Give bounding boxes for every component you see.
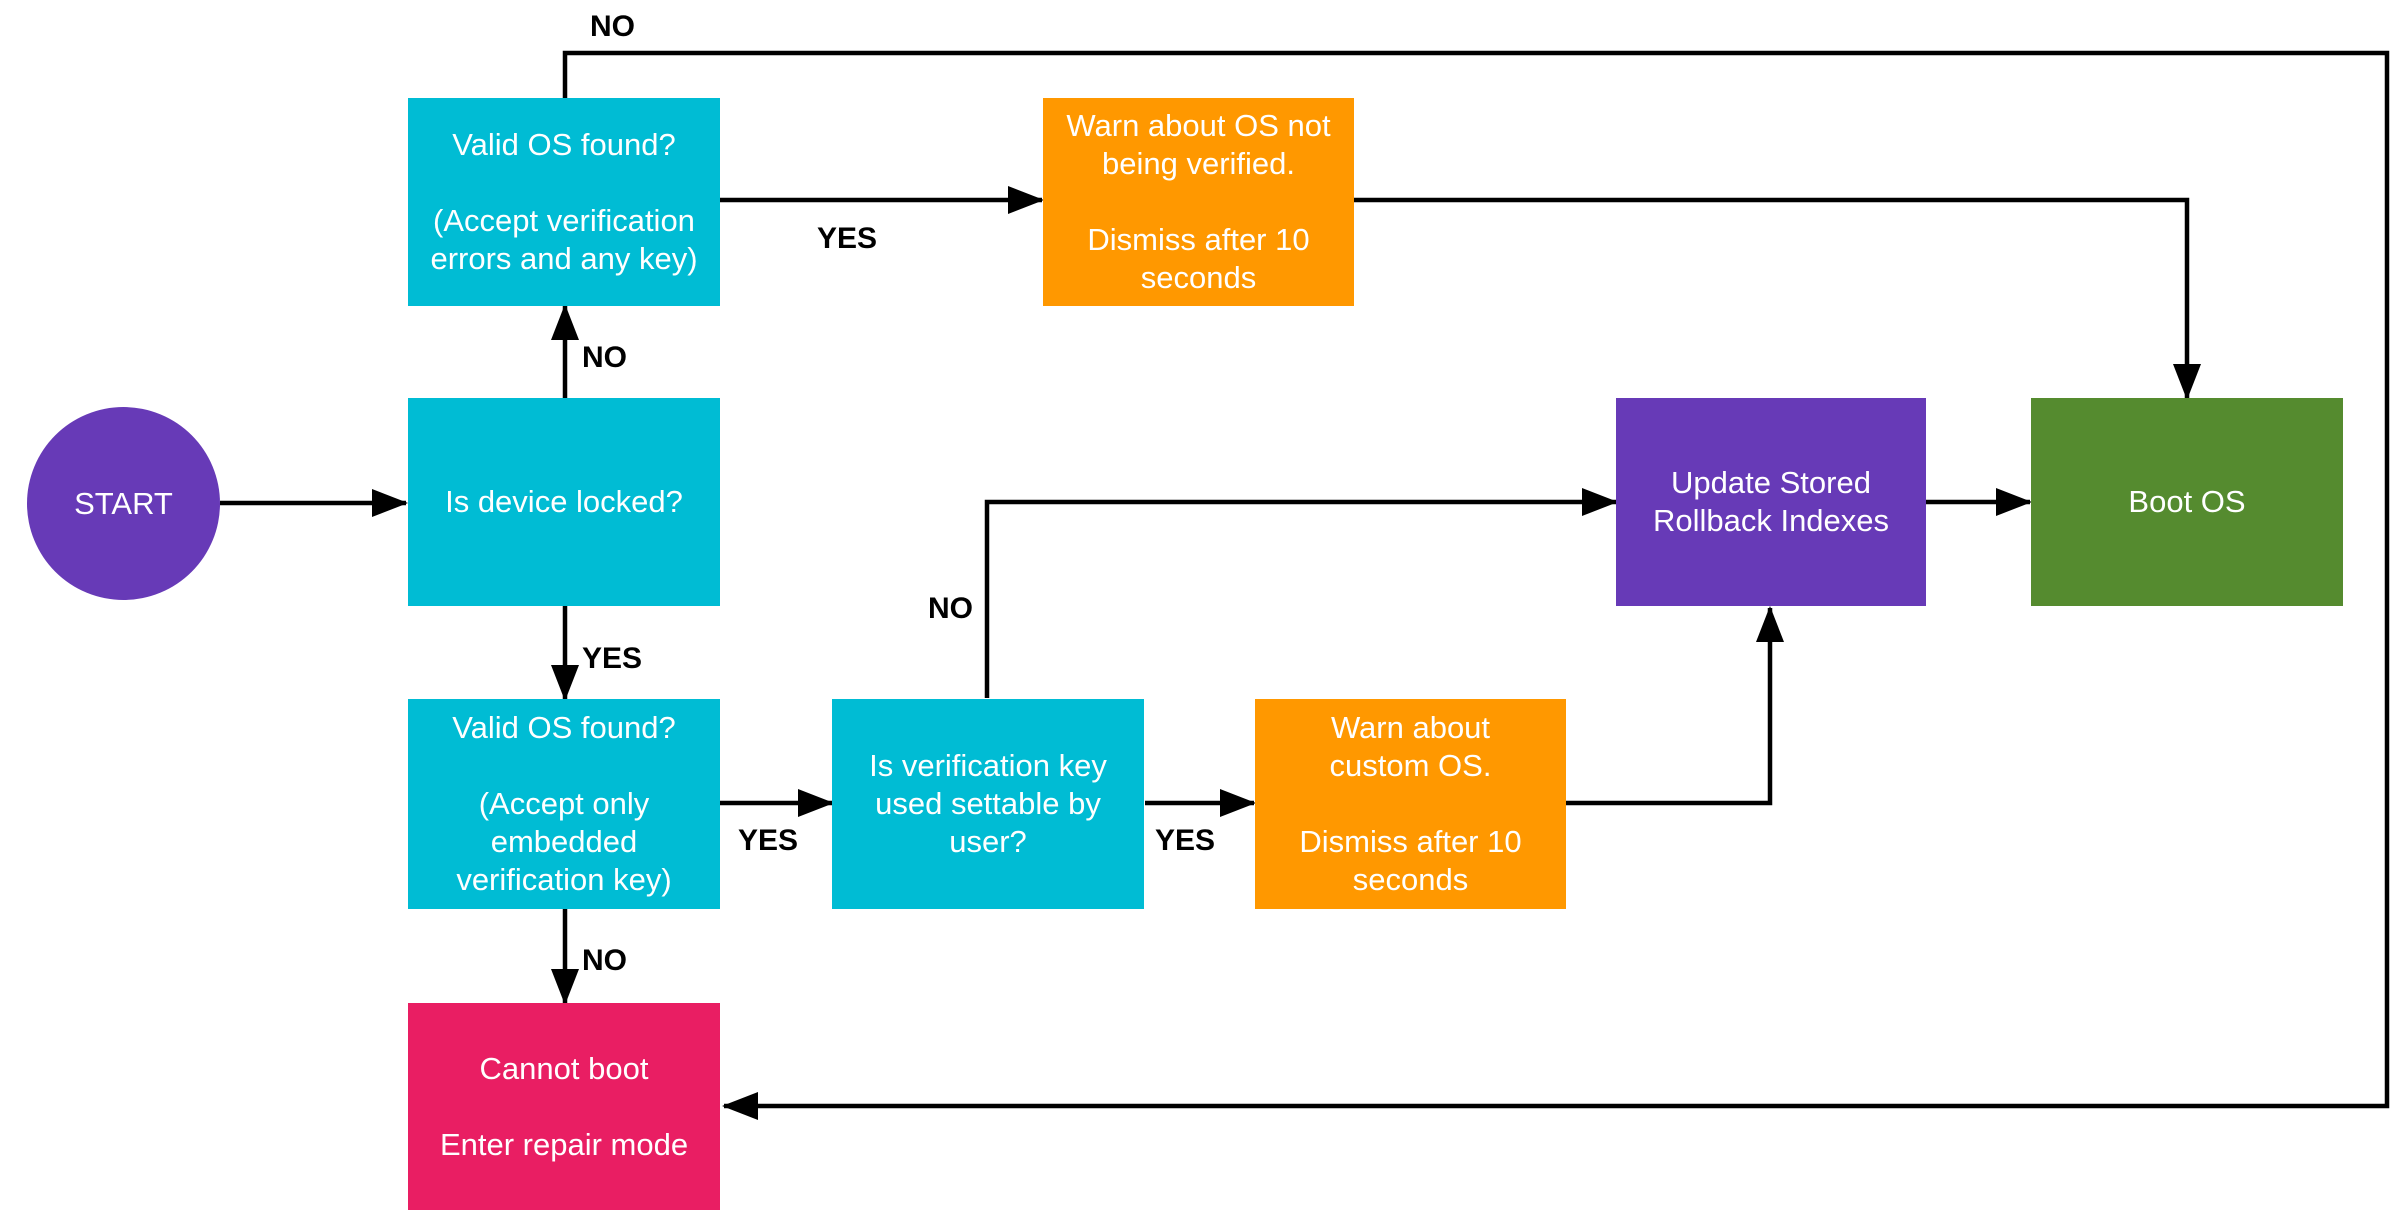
cannot-boot-box: Cannot boot Enter repair mode — [408, 1003, 720, 1210]
key-settable-decision: Is verification key used settable by use… — [832, 699, 1144, 909]
edge-key-no — [984, 488, 1618, 698]
start-node: START — [27, 407, 220, 600]
label-unlocked-yes: YES — [817, 222, 878, 255]
device-locked-decision: Is device locked? — [408, 398, 720, 606]
update-rollback-box: Update Stored Rollback Indexes — [1616, 398, 1926, 606]
label-unlocked-no: NO — [590, 10, 635, 43]
warn-not-verified-box: Warn about OS not being verified. Dismis… — [1043, 98, 1354, 306]
edge-warn-custom-to-update — [1566, 606, 1784, 806]
valid-os-unlocked-decision: Valid OS found? (Accept verification err… — [408, 98, 720, 306]
label-device-yes: YES — [582, 642, 643, 675]
label-key-no: NO — [928, 592, 973, 625]
valid-os-locked-decision: Valid OS found? (Accept only embedded ve… — [408, 699, 720, 909]
label-key-yes: YES — [1155, 824, 1216, 857]
label-device-no: NO — [582, 341, 627, 374]
label-locked-no: NO — [582, 944, 627, 977]
boot-os-box: Boot OS — [2031, 398, 2343, 606]
edge-unlocked-no-loop — [562, 50, 2390, 1120]
warn-custom-os-box: Warn about custom OS. Dismiss after 10 s… — [1255, 699, 1566, 909]
edge-warn-to-boot — [1354, 197, 2201, 400]
label-locked-yes: YES — [738, 824, 799, 857]
